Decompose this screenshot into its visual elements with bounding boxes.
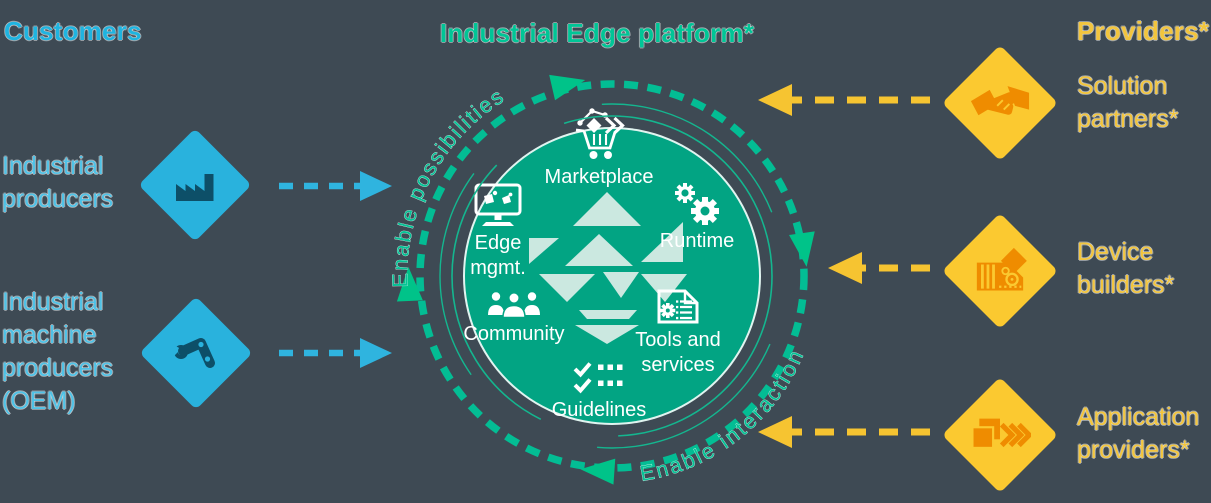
factory-icon bbox=[172, 167, 218, 203]
app-layers-icon bbox=[969, 416, 1031, 454]
label-industrial-producers: Industrial producers bbox=[2, 152, 114, 213]
module-guidelines: Guidelines bbox=[529, 360, 669, 423]
shopping-cart-icon bbox=[575, 108, 625, 159]
customers-heading: Customers bbox=[4, 16, 142, 46]
module-label: Guidelines bbox=[551, 399, 647, 421]
arrowhead-device-builders bbox=[828, 252, 862, 284]
module-edge-mgmt: Edge mgmt. bbox=[443, 182, 553, 281]
ring-arrowhead-left bbox=[396, 266, 423, 302]
label-industrial-machine-producers: Industrial machine producers (OEM) bbox=[2, 288, 114, 415]
module-marketplace: Marketplace bbox=[519, 104, 679, 190]
handshake-icon bbox=[970, 80, 1030, 126]
label-device-builders: Device builders* bbox=[1077, 238, 1175, 299]
diamond-machine-producers bbox=[139, 296, 253, 410]
diamond-application-providers bbox=[942, 377, 1058, 493]
module-label: Edge mgmt. bbox=[470, 232, 526, 279]
arrowhead-application-providers bbox=[758, 416, 792, 448]
label-application-providers: Application providers* bbox=[1077, 403, 1200, 464]
robot-arm-icon bbox=[172, 332, 220, 374]
device-module-icon bbox=[971, 246, 1029, 296]
label-solution-partners: Solution partners* bbox=[1077, 72, 1179, 133]
checklist-icon bbox=[573, 362, 623, 394]
monitor-icon bbox=[474, 183, 522, 226]
platform-heading: Industrial Edge platform* bbox=[439, 18, 755, 48]
module-runtime: Runtime bbox=[637, 182, 757, 254]
module-label: Community bbox=[463, 323, 565, 345]
providers-heading: Providers* bbox=[1077, 16, 1210, 46]
module-label: Runtime bbox=[659, 230, 735, 252]
ring-arrowhead-top bbox=[549, 74, 586, 101]
document-gear-icon bbox=[657, 289, 699, 324]
diamond-device-builders bbox=[942, 213, 1058, 329]
ring-arrowhead-right bbox=[788, 231, 815, 267]
gears-icon bbox=[675, 183, 719, 225]
arrowhead-machine-producers bbox=[360, 338, 392, 368]
diamond-solution-partners bbox=[942, 45, 1058, 161]
arrowhead-industrial-producers bbox=[360, 171, 392, 201]
arrowhead-solution-partners bbox=[758, 84, 792, 116]
people-icon bbox=[488, 292, 540, 319]
ring-arrowhead-bottom bbox=[580, 458, 616, 485]
diamond-industrial-producers bbox=[138, 128, 252, 242]
module-community: Community bbox=[444, 288, 584, 347]
